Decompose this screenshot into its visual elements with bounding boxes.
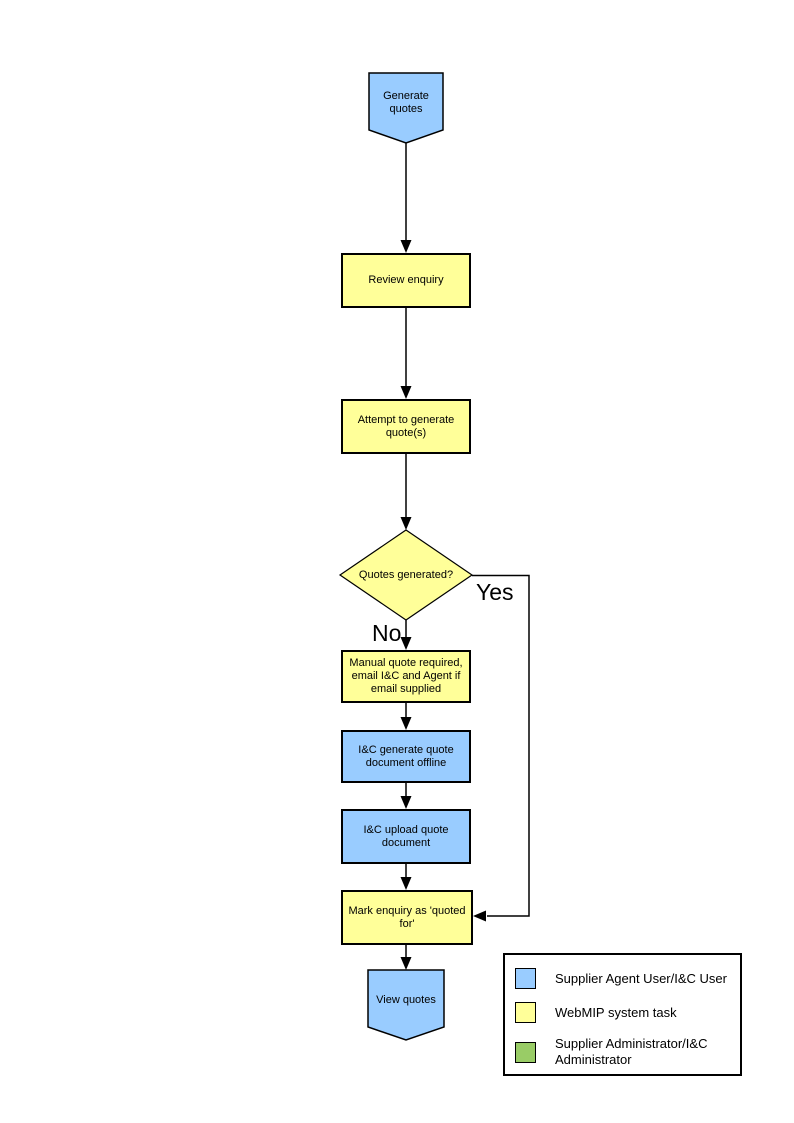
arrowhead-into-mark [400,877,412,890]
legend-label-webmip-task: WebMIP system task [555,1004,677,1020]
node-mark-quoted-for: Mark enquiry as 'quoted for' [341,890,473,945]
node-ic-generate-offline: I&C generate quote document offline [341,730,471,783]
arrowhead-into-review [400,240,412,253]
node-ic-upload: I&C upload quote document [341,809,471,864]
arrowhead-into-icgen [400,717,412,730]
legend-item-supplier-agent: Supplier Agent User/I&C User [515,968,741,989]
node-attempt-generate: Attempt to generate quote(s) [341,399,471,454]
node-manual-quote: Manual quote required, email I&C and Age… [341,650,471,703]
edge-decision-yes [472,574,530,917]
node-generate-quotes-label: Generate quotes [383,90,429,115]
arrowhead-into-manual [400,637,412,650]
arrowhead-into-decision [400,517,412,530]
arrowhead-yes-into-mark [473,910,486,922]
arrowhead-into-attempt [400,386,412,399]
legend-box: Supplier Agent User/I&C User WebMIP syst… [503,953,742,1076]
node-review-enquiry: Review enquiry [341,253,471,308]
node-generate-quotes-shape [368,72,444,144]
legend-swatch-green [515,1041,536,1063]
arrowhead-into-icupload [400,796,412,809]
node-view-quotes-label: View quotes [376,993,436,1006]
node-quotes-generated-shape [338,529,474,621]
legend-label-supplier-admin: Supplier Administrator/I&C Administrator [555,1036,708,1067]
node-quotes-generated-label: Quotes generated? [358,568,454,581]
legend-item-webmip-task: WebMIP system task [515,1002,741,1023]
legend-label-supplier-agent: Supplier Agent User/I&C User [555,970,727,986]
branch-label-no: No [372,620,402,646]
branch-label-yes: Yes [476,579,514,605]
arrowhead-into-view [400,957,412,970]
node-view-quotes-shape [367,969,445,1041]
legend-item-supplier-admin: Supplier Administrator/I&C Administrator [515,1036,741,1068]
legend-swatch-blue [515,968,536,989]
legend-swatch-yellow [515,1002,536,1023]
